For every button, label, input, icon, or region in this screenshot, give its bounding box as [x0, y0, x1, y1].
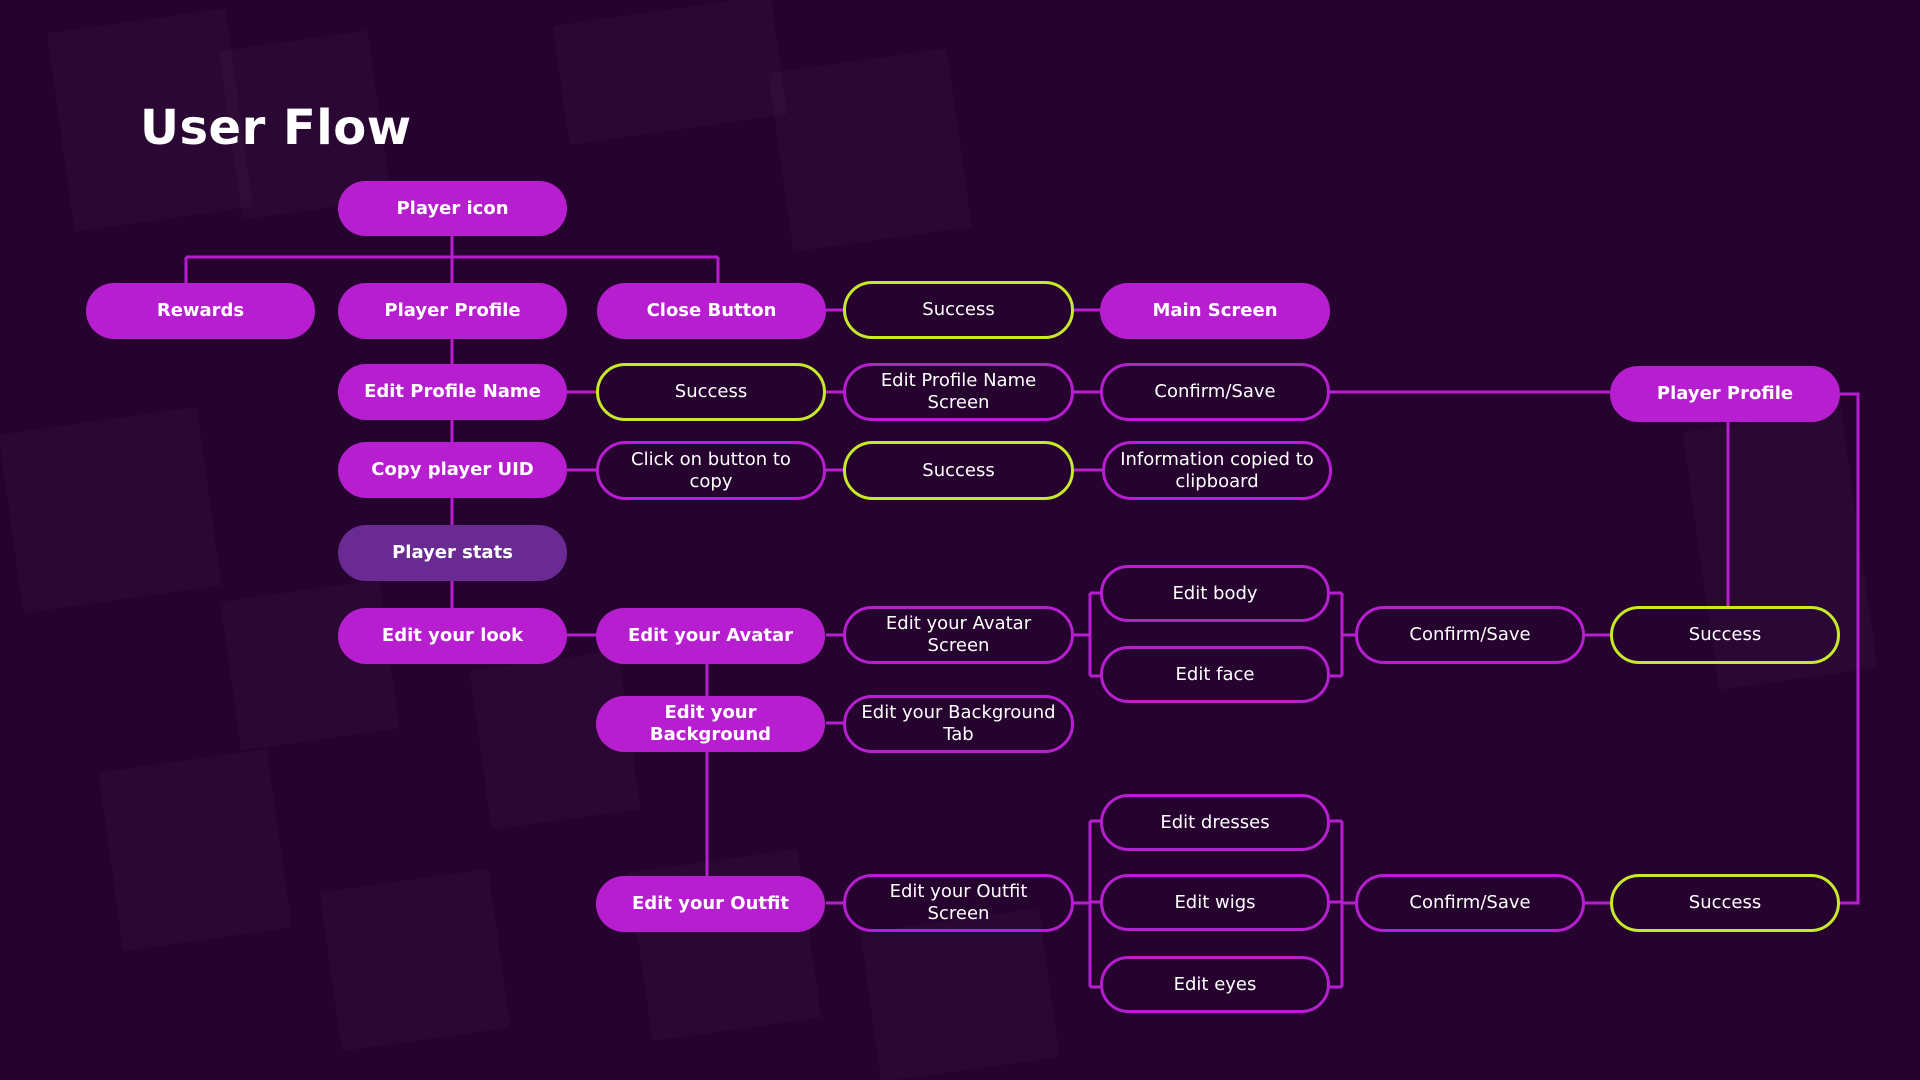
- avatar-confirm-node: Confirm/Save: [1355, 606, 1585, 664]
- edit-body-node: Edit body: [1100, 565, 1330, 622]
- copy-player-uid-node: Copy player UID: [338, 442, 567, 498]
- edit-wigs-node: Edit wigs: [1100, 874, 1330, 931]
- edit-profile-name-screen-node: Edit Profile Name Screen: [843, 363, 1074, 421]
- edit-your-outfit-node: Edit your Outfit: [596, 876, 825, 932]
- player-profile-result-node: Player Profile: [1610, 366, 1840, 422]
- edit-your-avatar-node: Edit your Avatar: [596, 608, 825, 664]
- copy-success-node: Success: [843, 441, 1074, 500]
- edit-avatar-screen-node: Edit your Avatar Screen: [843, 606, 1074, 664]
- edit-outfit-screen-node: Edit your Outfit Screen: [843, 874, 1074, 932]
- close-success-node: Success: [843, 281, 1074, 339]
- click-to-copy-node: Click on button to copy: [596, 441, 826, 500]
- edit-your-look-node: Edit your look: [338, 608, 567, 664]
- avatar-success-node: Success: [1610, 606, 1840, 664]
- edit-eyes-node: Edit eyes: [1100, 956, 1330, 1013]
- edit-profile-name-node: Edit Profile Name: [338, 364, 567, 420]
- outfit-confirm-node: Confirm/Save: [1355, 874, 1585, 932]
- info-copied-node: Information copied to clipboard: [1102, 441, 1332, 500]
- page-title: User Flow: [140, 100, 412, 156]
- main-screen-node: Main Screen: [1100, 283, 1330, 339]
- edit-name-success-node: Success: [596, 363, 826, 421]
- edit-background-tab-node: Edit your Background Tab: [843, 695, 1074, 753]
- edit-face-node: Edit face: [1100, 646, 1330, 703]
- edit-name-confirm-node: Confirm/Save: [1100, 363, 1330, 421]
- outfit-success-node: Success: [1610, 874, 1840, 932]
- edit-dresses-node: Edit dresses: [1100, 794, 1330, 851]
- edit-your-background-node: Edit your Background: [596, 696, 825, 752]
- rewards-node: Rewards: [86, 283, 315, 339]
- player-stats-node: Player stats: [338, 525, 567, 581]
- close-button-node: Close Button: [597, 283, 826, 339]
- player-icon-node: Player icon: [338, 181, 567, 236]
- player-profile-node: Player Profile: [338, 283, 567, 339]
